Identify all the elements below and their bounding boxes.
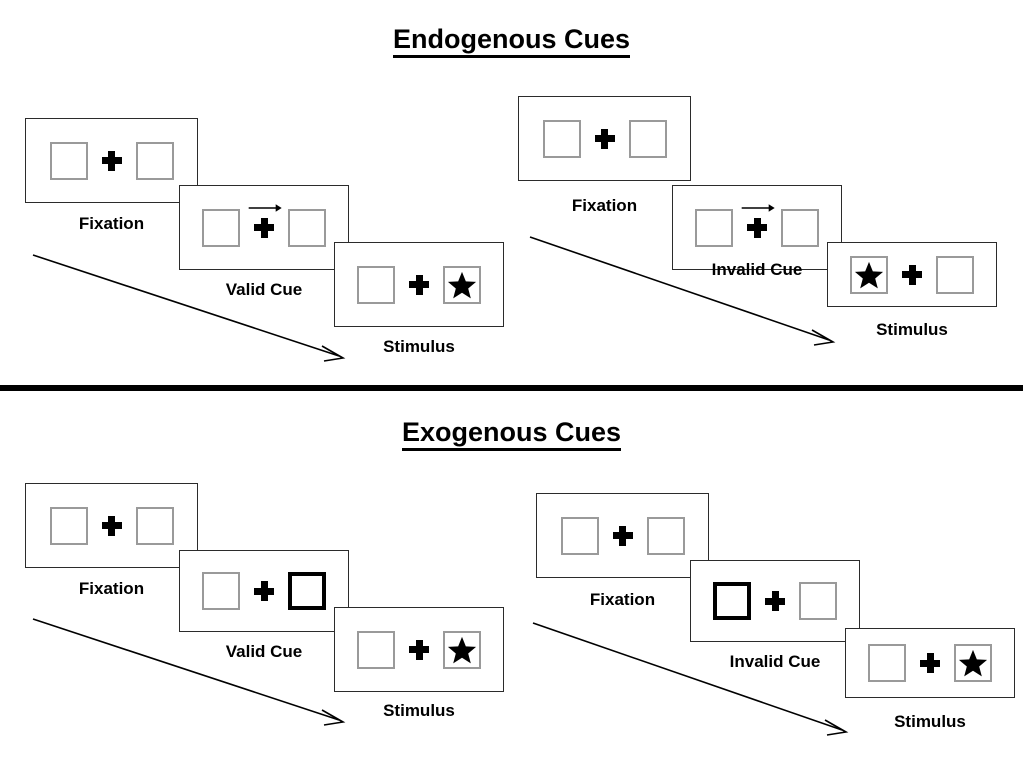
panel-label-exogenous-valid-cue: Valid Cue	[225, 642, 303, 661]
panel-exogenous-invalid-cue	[690, 560, 860, 642]
panel-exogenous-valid-fixation	[25, 483, 198, 568]
panel-label-exogenous-invalid-fixation: Fixation	[589, 590, 656, 609]
target-box-left	[850, 255, 888, 294]
section-title-endogenous: Endogenous Cues	[0, 24, 1023, 58]
panel-content	[202, 203, 326, 247]
star-icon	[447, 636, 477, 663]
panel-content	[560, 516, 685, 555]
target-box-right	[443, 630, 481, 669]
placeholder-box-right	[799, 582, 837, 620]
star-icon	[958, 649, 988, 677]
star-icon	[854, 261, 884, 288]
plus-icon	[902, 264, 922, 285]
plus-icon	[409, 274, 429, 295]
placeholder-box-right	[135, 141, 174, 180]
section-divider	[0, 385, 1023, 391]
cue-box-right	[288, 572, 326, 610]
panel-label-exogenous-invalid-cue: Invalid Cue	[729, 652, 821, 671]
panel-label-endogenous-invalid-fixation: Fixation	[571, 196, 638, 215]
plus-icon	[409, 639, 429, 660]
plus-icon	[101, 515, 122, 536]
placeholder-box-left	[560, 516, 599, 555]
panel-content	[542, 119, 667, 158]
panel-content	[868, 644, 992, 682]
panel-exogenous-valid-stimulus	[334, 607, 504, 692]
placeholder-box-right	[288, 208, 326, 247]
timeline-arrow-icon-exogenous-invalid	[532, 622, 849, 736]
target-box-right	[443, 265, 481, 304]
panel-content	[357, 265, 481, 304]
panel-endogenous-valid-cue	[179, 185, 349, 270]
panel-label-endogenous-valid-cue: Valid Cue	[225, 280, 303, 299]
cue-box-left	[713, 582, 751, 620]
timeline-arrow-icon-endogenous-invalid	[529, 236, 836, 346]
panel-endogenous-valid-fixation	[25, 118, 198, 203]
panel-content	[202, 572, 326, 610]
star-icon	[447, 271, 477, 298]
panel-content	[49, 141, 174, 180]
panel-endogenous-invalid-fixation	[518, 96, 691, 181]
arrow-right-icon	[248, 203, 282, 212]
panel-content	[695, 203, 819, 247]
panel-label-endogenous-invalid-cue: Invalid Cue	[711, 260, 803, 279]
placeholder-box-right	[936, 255, 974, 294]
plus-icon	[254, 581, 274, 601]
plus-icon	[594, 128, 615, 149]
target-box-right	[954, 644, 992, 682]
plus-icon	[101, 150, 122, 171]
placeholder-box-right	[646, 516, 685, 555]
placeholder-box-left	[868, 644, 906, 682]
panel-exogenous-invalid-stimulus	[845, 628, 1015, 698]
placeholder-box-right	[135, 506, 174, 545]
section-title-exogenous-text: Exogenous Cues	[401, 417, 622, 451]
plus-icon	[248, 203, 282, 238]
plus-icon	[920, 653, 940, 673]
section-title-endogenous-text: Endogenous Cues	[392, 24, 630, 58]
placeholder-box-left	[49, 141, 88, 180]
panel-endogenous-invalid-stimulus	[827, 242, 997, 307]
timeline-arrow-icon-endogenous-valid	[32, 254, 346, 362]
panel-content	[850, 255, 974, 294]
placeholder-box-left	[357, 265, 395, 304]
panel-label-endogenous-valid-stimulus: Stimulus	[383, 337, 455, 356]
placeholder-box-left	[357, 630, 395, 669]
panel-exogenous-valid-cue	[179, 550, 349, 632]
panel-content	[357, 630, 481, 669]
plus-icon	[765, 591, 785, 611]
panel-content	[49, 506, 174, 545]
panel-label-exogenous-valid-stimulus: Stimulus	[383, 701, 455, 720]
panel-endogenous-invalid-cue	[672, 185, 842, 270]
panel-exogenous-invalid-fixation	[536, 493, 709, 578]
arrow-right-icon	[741, 203, 775, 212]
panel-label-exogenous-invalid-stimulus: Stimulus	[894, 712, 966, 731]
placeholder-box-right	[781, 208, 819, 247]
placeholder-box-left	[202, 572, 240, 610]
placeholder-box-left	[49, 506, 88, 545]
placeholder-box-right	[628, 119, 667, 158]
timeline-arrow-icon-exogenous-valid	[32, 618, 346, 726]
panel-label-endogenous-invalid-stimulus: Stimulus	[876, 320, 948, 339]
plus-icon	[741, 203, 775, 238]
panel-label-exogenous-valid-fixation: Fixation	[78, 579, 145, 598]
panel-endogenous-valid-stimulus	[334, 242, 504, 327]
placeholder-box-left	[542, 119, 581, 158]
section-title-exogenous: Exogenous Cues	[0, 417, 1023, 451]
placeholder-box-left	[695, 208, 733, 247]
plus-icon	[612, 525, 633, 546]
placeholder-box-left	[202, 208, 240, 247]
panel-label-endogenous-valid-fixation: Fixation	[78, 214, 145, 233]
panel-content	[713, 582, 837, 620]
